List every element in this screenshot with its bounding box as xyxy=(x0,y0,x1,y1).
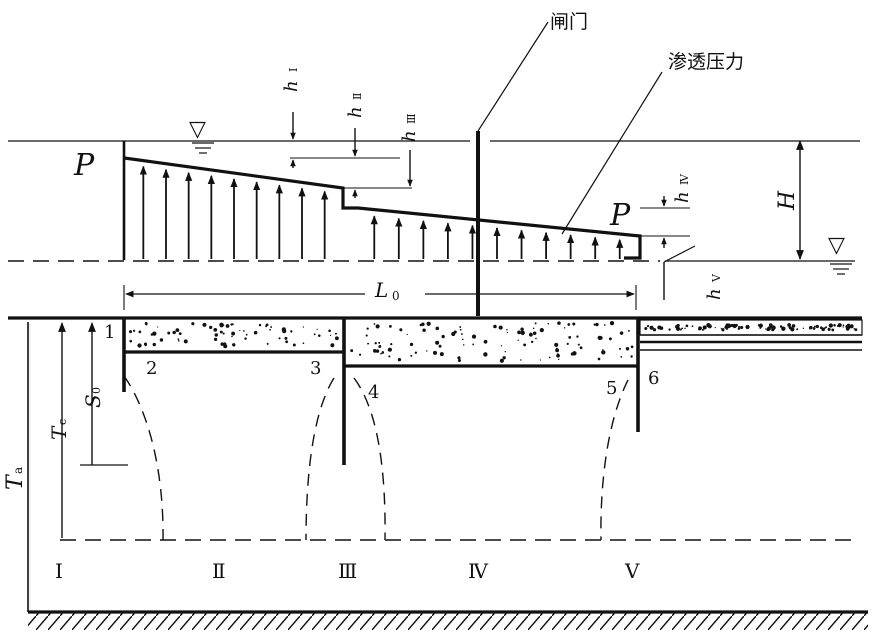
segment-label-1: Ⅰ xyxy=(55,559,63,583)
downstream-water-level-icon: ▽ xyxy=(828,233,852,275)
svg-text:T: T xyxy=(3,473,28,490)
svg-text:h: h xyxy=(399,130,420,142)
seepage-pressure-label: 渗透压力 xyxy=(668,51,744,73)
seepage-leader-line xyxy=(561,71,663,235)
svg-text:T: T xyxy=(47,425,71,440)
h4-label: h Ⅳ xyxy=(672,173,693,203)
downstream-protection xyxy=(639,319,863,351)
svg-text:Ⅱ: Ⅱ xyxy=(351,93,364,100)
svg-text:h: h xyxy=(345,106,366,118)
L0-dimension xyxy=(123,285,637,310)
svg-text:0: 0 xyxy=(392,289,400,303)
S0-label: S 0 xyxy=(81,387,105,408)
segment-label-4: Ⅳ xyxy=(468,559,489,583)
svg-text:S: S xyxy=(81,394,105,408)
svg-text:Ⅲ: Ⅲ xyxy=(405,113,418,124)
svg-text:Ⅴ: Ⅴ xyxy=(710,273,723,283)
Tc-label: T c xyxy=(47,419,71,440)
svg-text:c: c xyxy=(56,419,69,425)
gate-label: 闸门 xyxy=(550,11,588,33)
segment-label-5: Ⅴ xyxy=(624,559,640,583)
svg-text:Ⅰ: Ⅰ xyxy=(287,68,300,72)
svg-text:h: h xyxy=(704,288,725,300)
apron-slab xyxy=(123,317,639,368)
point-label-3: 3 xyxy=(310,358,321,379)
impervious-base xyxy=(28,610,868,630)
pressure-arrows-left xyxy=(139,165,329,259)
L0-label: L 0 xyxy=(374,278,400,303)
svg-text:h: h xyxy=(281,80,302,92)
p-left-label: P xyxy=(73,148,95,183)
Ta-label: T a xyxy=(3,467,28,490)
head-loss-reference-lines xyxy=(290,157,690,237)
svg-text:▽: ▽ xyxy=(189,117,206,142)
streamline-curves xyxy=(123,375,629,541)
point-label-2: 2 xyxy=(146,358,157,379)
svg-text:▽: ▽ xyxy=(828,233,845,258)
point-label-1: 1 xyxy=(104,322,115,343)
S0-dimension xyxy=(80,322,128,466)
Ta-dimension xyxy=(27,322,31,612)
segment-label-2: Ⅱ xyxy=(212,559,226,583)
pressure-profile-line xyxy=(123,156,642,260)
gate-leader-line xyxy=(477,21,549,132)
H-label: H xyxy=(775,190,800,211)
svg-text:h: h xyxy=(672,191,693,203)
svg-text:Ⅳ: Ⅳ xyxy=(678,173,691,185)
h5-label: h Ⅴ xyxy=(704,273,725,300)
h1-label: h Ⅰ xyxy=(281,68,302,92)
segment-label-3: Ⅲ xyxy=(338,559,357,583)
h3-label: h Ⅲ xyxy=(399,113,420,142)
point-label-4: 4 xyxy=(368,382,379,403)
p-right-label: P xyxy=(609,198,631,233)
svg-text:a: a xyxy=(11,467,25,474)
h5-dimension xyxy=(663,245,696,300)
upstream-water-level-icon: ▽ xyxy=(189,117,214,154)
point-label-5: 5 xyxy=(606,378,617,399)
pressure-arrows-right xyxy=(370,215,624,259)
svg-text:0: 0 xyxy=(90,387,103,394)
svg-text:L: L xyxy=(374,278,388,302)
point-label-6: 6 xyxy=(648,368,659,389)
h2-label: h Ⅱ xyxy=(345,93,366,118)
